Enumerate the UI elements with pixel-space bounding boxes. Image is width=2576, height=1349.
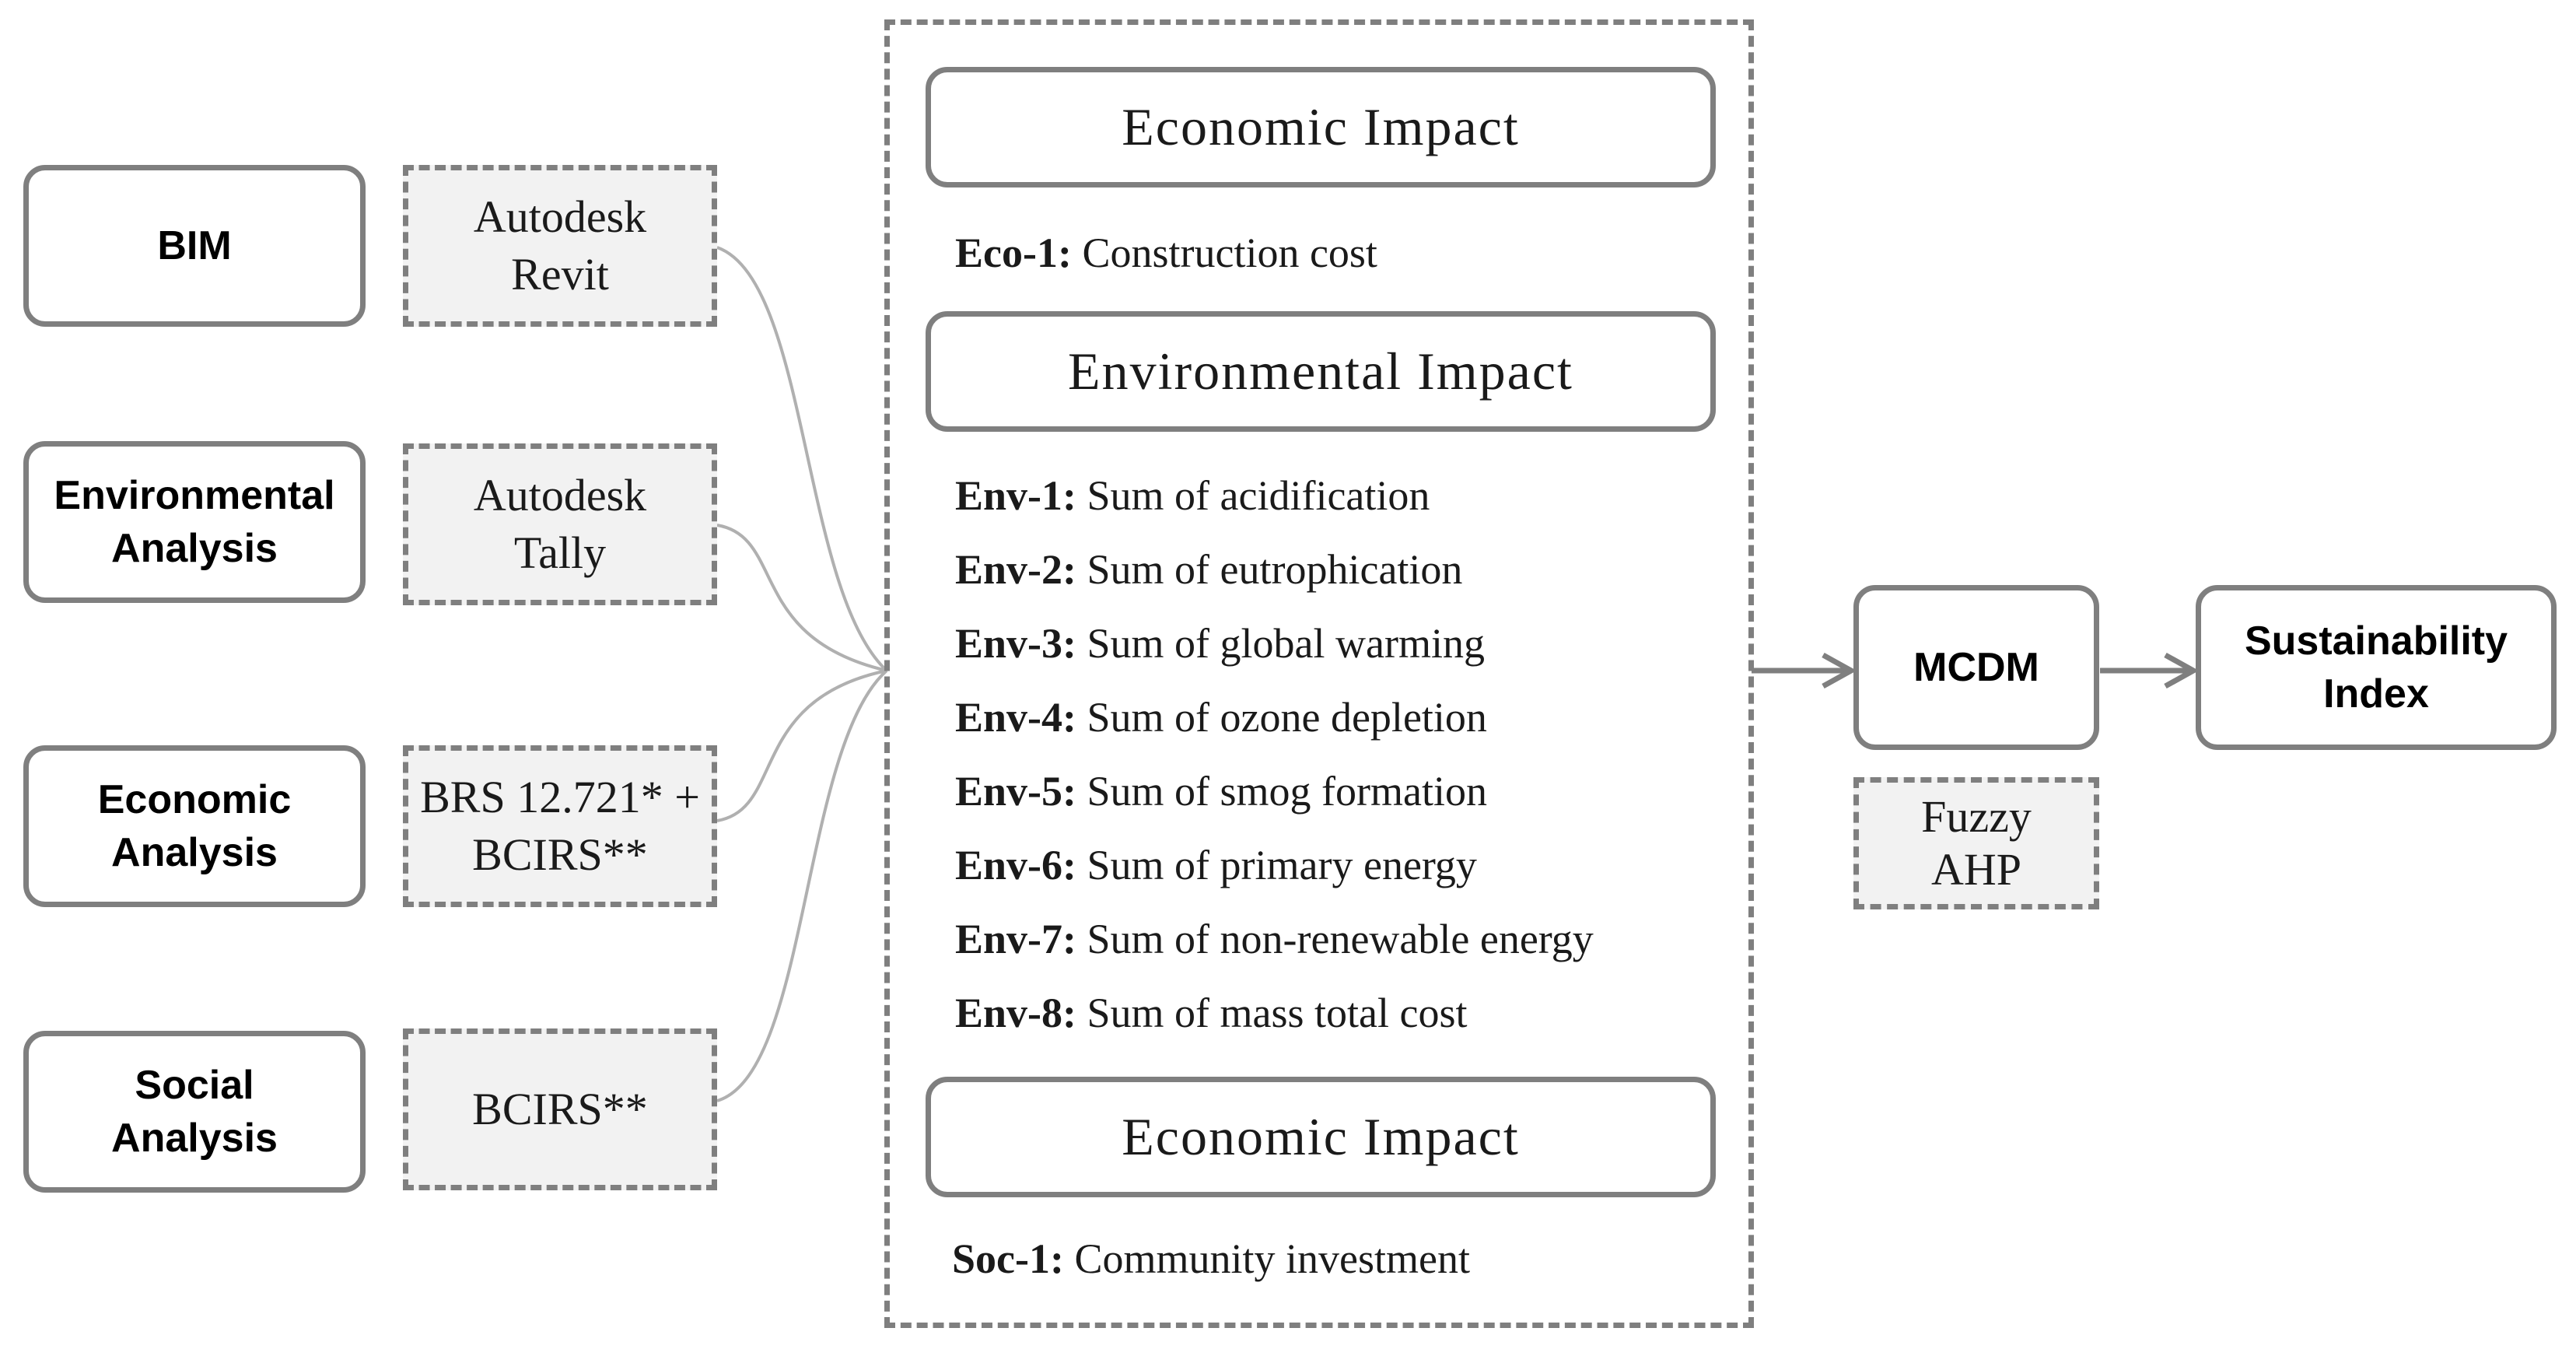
env-item-2: Env-2: Sum of eutrophication [955, 542, 1462, 597]
fuzzy-ahp-box: Fuzzy AHP [1853, 777, 2099, 909]
autodesk-tally-label: Autodesk Tally [473, 470, 647, 578]
env-item-6-text: Sum of primary energy [1087, 842, 1477, 888]
connector-bcirs [716, 669, 888, 1102]
fuzzy-ahp-label: Fuzzy AHP [1921, 791, 2032, 895]
env-item-1: Env-1: Sum of acidification [955, 468, 1430, 523]
env-item-7: Env-7: Sum of non-renewable energy [955, 912, 1594, 966]
env-item-8: Env-8: Sum of mass total cost [955, 986, 1468, 1040]
economic-impact-header: Economic Impact [926, 67, 1716, 187]
brs-bcirs-label: BRS 12.721* + BCIRS** [420, 772, 700, 880]
env-item-4-text: Sum of ozone depletion [1087, 694, 1487, 741]
impact-frame [884, 19, 1754, 1328]
env-item-8-code: Env-8: [955, 990, 1077, 1036]
bcirs-box: BCIRS** [403, 1028, 717, 1190]
env-item-7-text: Sum of non-renewable energy [1087, 916, 1594, 962]
connector-tally [716, 524, 887, 672]
env-item-5-text: Sum of smog formation [1087, 768, 1487, 815]
economic-analysis-box: Economic Analysis [23, 745, 366, 907]
env-item-3: Env-3: Sum of global warming [955, 616, 1485, 671]
env-item-1-text: Sum of acidification [1087, 472, 1430, 519]
env-item-4: Env-4: Sum of ozone depletion [955, 690, 1487, 745]
economic-analysis-label: Economic Analysis [97, 777, 292, 875]
environmental-impact-title: Environmental Impact [1068, 342, 1573, 401]
social-impact-header: Economic Impact [926, 1077, 1716, 1197]
env-item-6-code: Env-6: [955, 842, 1077, 888]
mcdm-label: MCDM [1913, 645, 2039, 690]
bim-label: BIM [157, 223, 232, 268]
autodesk-revit-box: Autodesk Revit [403, 165, 717, 327]
connector-brs [716, 669, 887, 822]
autodesk-revit-label: Autodesk Revit [473, 191, 647, 300]
autodesk-tally-box: Autodesk Tally [403, 443, 717, 605]
soc-item-1: Soc-1: Community investment [952, 1232, 1470, 1286]
bcirs-label: BCIRS** [472, 1084, 648, 1134]
env-item-4-code: Env-4: [955, 694, 1077, 741]
eco-item-1-text: Construction cost [1082, 230, 1377, 276]
soc-item-1-code: Soc-1: [952, 1235, 1064, 1282]
env-item-7-code: Env-7: [955, 916, 1077, 962]
bim-box: BIM [23, 165, 366, 327]
env-item-8-text: Sum of mass total cost [1087, 990, 1468, 1036]
env-item-3-code: Env-3: [955, 620, 1077, 667]
env-item-6: Env-6: Sum of primary energy [955, 838, 1477, 892]
soc-item-1-text: Community investment [1074, 1235, 1470, 1282]
env-item-2-text: Sum of eutrophication [1087, 546, 1463, 593]
social-analysis-box: Social Analysis [23, 1031, 366, 1193]
environmental-analysis-label: Environmental Analysis [54, 473, 335, 571]
env-item-2-code: Env-2: [955, 546, 1077, 593]
arrowhead-mcdm [1822, 652, 1857, 689]
eco-item-1-code: Eco-1: [955, 230, 1072, 276]
eco-item-1: Eco-1: Construction cost [955, 226, 1377, 280]
environmental-impact-header: Environmental Impact [926, 311, 1716, 432]
env-item-3-text: Sum of global warming [1087, 620, 1485, 667]
env-item-5: Env-5: Sum of smog formation [955, 764, 1487, 818]
social-analysis-label: Social Analysis [111, 1063, 278, 1161]
env-item-1-code: Env-1: [955, 472, 1077, 519]
social-impact-title: Economic Impact [1122, 1107, 1520, 1166]
brs-bcirs-box: BRS 12.721* + BCIRS** [403, 745, 717, 907]
sustainability-index-box: Sustainability Index [2196, 585, 2557, 750]
environmental-analysis-box: Environmental Analysis [23, 441, 366, 603]
env-item-5-code: Env-5: [955, 768, 1077, 815]
economic-impact-title: Economic Impact [1122, 97, 1520, 156]
arrowhead-index [2164, 652, 2200, 689]
sustainability-index-label: Sustainability Index [2244, 618, 2508, 717]
mcdm-box: MCDM [1853, 585, 2099, 750]
connector-revit [716, 246, 888, 672]
